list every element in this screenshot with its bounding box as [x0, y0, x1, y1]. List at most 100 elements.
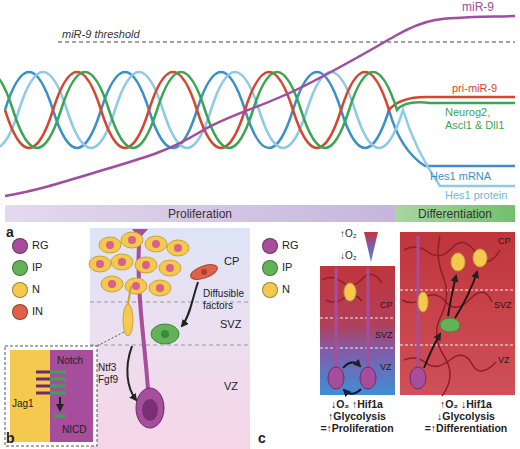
series-label: Hes1 mRNA: [430, 170, 491, 183]
neuron: [101, 276, 123, 292]
mir9-curve: [5, 16, 515, 196]
rg-cell: [360, 367, 376, 389]
neuron: [89, 256, 111, 272]
ligand: [36, 385, 50, 388]
differentiation-arrow: [424, 334, 440, 368]
protein-label: Jag1: [12, 398, 34, 410]
layer-label: CP: [498, 236, 511, 246]
legend-swatch: [262, 260, 278, 276]
layer-boundary: [90, 345, 250, 346]
layer-label: CP: [380, 300, 393, 310]
layer-boundary: [320, 348, 395, 349]
leading-process: [128, 286, 131, 304]
panel-letter: c: [258, 430, 266, 446]
neuron: [473, 249, 487, 267]
neuron: [167, 240, 189, 256]
receptor: [50, 378, 66, 381]
normoxic-cortex: [400, 232, 515, 395]
cycle-arrow: [344, 389, 361, 394]
legend-text: N: [282, 283, 290, 296]
oxygen-label: ↓O₂: [340, 250, 357, 262]
zoom-line: [97, 332, 124, 346]
legend-text: IP: [32, 261, 42, 274]
legend-text: IP: [282, 261, 292, 274]
nicd-fragment: [54, 415, 66, 418]
neuron-nuclei: [96, 236, 182, 292]
nucleus: [156, 284, 164, 292]
hes1-mrna-curve: [5, 72, 515, 166]
rg-cell: [410, 367, 426, 389]
blood-vessel: [402, 236, 500, 396]
neuron: [149, 280, 171, 296]
band-label: Proliferation: [168, 207, 232, 221]
outcome-text: ↑O₂ ↓Hif1a ↓Glycolysis =↑Differentiation: [425, 398, 508, 434]
series-label: Hes1 protein: [445, 189, 507, 202]
nucleus: [161, 330, 169, 338]
phase-band: Proliferation: [5, 205, 395, 222]
series-label: miR-9: [462, 1, 494, 15]
series-label: Neurog2, Ascl1 & Dll1: [445, 106, 517, 131]
neuron: [451, 253, 465, 271]
nucleus: [201, 269, 207, 275]
band-label: Differentiation: [418, 207, 492, 221]
nucleus: [96, 260, 104, 268]
cycle-arrow: [343, 362, 360, 368]
receptor: [50, 371, 66, 374]
layer-label: VZ: [498, 355, 510, 365]
nucleus: [142, 399, 158, 421]
differentiation-arrow: [448, 276, 456, 316]
radial-fiber: [336, 268, 368, 368]
nucleus: [132, 282, 140, 290]
legend-swatch: [12, 238, 28, 254]
layer-label: CP: [224, 255, 239, 268]
cleavage-arrow: [59, 397, 61, 410]
panel-letter: a: [6, 224, 14, 240]
cortex-slab: [90, 228, 250, 449]
outcome-text: ↓O₂ ↑Hif1a ↑Glycolysis =↑Proliferation: [320, 398, 393, 434]
protein-label: NICD: [62, 424, 86, 436]
legend-swatch: [12, 260, 28, 276]
legend-text: N: [32, 283, 40, 296]
ip-cell: [440, 318, 460, 332]
legend-swatch: [262, 282, 278, 298]
blood-vessel: [322, 274, 382, 302]
legend-text: RG: [32, 239, 49, 252]
ligand: [36, 371, 50, 374]
notch-receptors: [50, 372, 66, 393]
signal-arrow: [127, 346, 136, 400]
rg-membrane: [50, 350, 93, 442]
legend-swatch: [12, 304, 28, 320]
legend-text: IN: [32, 305, 43, 318]
nucleus: [106, 241, 114, 249]
layer-label: SVZ: [220, 318, 241, 331]
protein-label: Notch: [57, 355, 83, 367]
neuron: [99, 237, 121, 253]
neuron: [344, 283, 356, 301]
hes1-protein-curve: [0, 72, 515, 186]
nucleus: [142, 261, 150, 269]
nucleus: [174, 244, 182, 252]
neuron: [125, 278, 147, 294]
ligand: [36, 392, 50, 395]
nucleus: [118, 258, 126, 266]
receptor: [50, 385, 66, 388]
phase-band: Differentiation: [395, 205, 515, 222]
migrating-neuron: [418, 292, 428, 312]
signal-arrow: [182, 282, 198, 326]
hypoxic-cortex: [320, 266, 395, 395]
nucleus: [152, 240, 160, 248]
legend-text: RG: [282, 239, 299, 252]
differentiation-arrow: [455, 272, 477, 318]
neuron: [121, 232, 143, 248]
oxygen-label: ↑O₂: [340, 228, 357, 240]
in-cell: [189, 262, 219, 283]
neuron: [135, 257, 157, 273]
receptor: [50, 392, 66, 395]
rg-cell: [136, 388, 164, 428]
legend-swatch: [262, 238, 278, 254]
neuron: [159, 260, 181, 276]
neuron-cluster: [89, 232, 189, 296]
threshold-label: miR-9 threshold: [62, 28, 140, 41]
